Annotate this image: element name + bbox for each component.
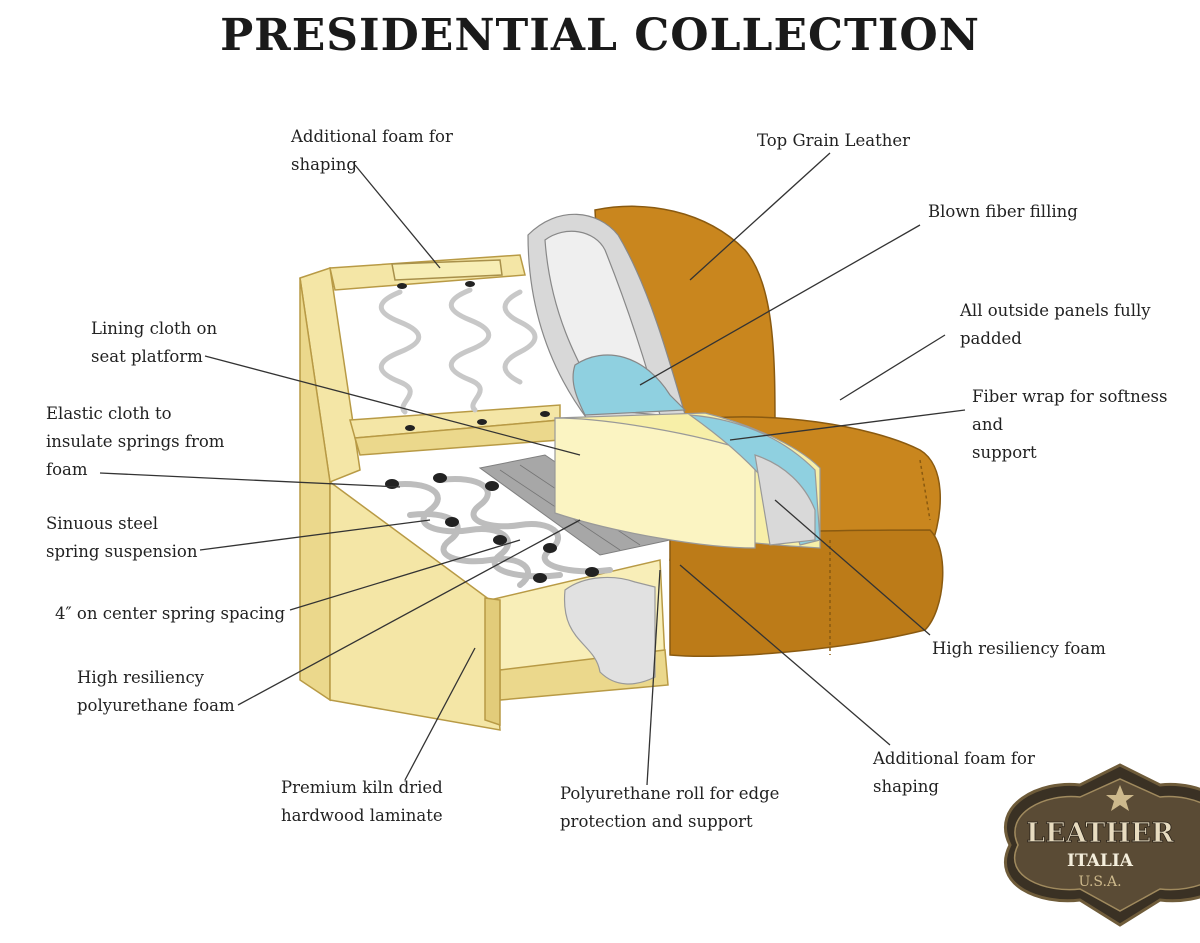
leader-lines (99, 152, 966, 786)
back-cushion-layers (527, 213, 689, 426)
back-springs (378, 287, 538, 415)
leather-italia-badge-icon (1003, 763, 1200, 927)
page-title: PRESIDENTIAL COLLECTION (220, 10, 980, 61)
label-additional-foam-top: Additional foam for shaping (291, 127, 453, 174)
label-poly-roll: Polyurethane roll for edge protection an… (560, 784, 780, 831)
label-blown-fiber: Blown fiber filling (928, 202, 1078, 221)
label-lining-cloth: Lining cloth on seat platform (91, 319, 218, 366)
seat-spring-clips (385, 473, 599, 583)
label-elastic-cloth: Elastic cloth to insulate springs from f… (46, 404, 225, 479)
label-hr-poly-foam: High resiliency polyurethane foam (77, 668, 235, 715)
label-sinuous-steel: Sinuous steel spring suspension (46, 514, 198, 561)
spring-clips (397, 281, 550, 431)
label-hr-foam-right: High resiliency foam (932, 639, 1106, 658)
seat-cushion-layers (554, 412, 821, 549)
label-kiln-dried: Premium kiln dried hardwood laminate (281, 778, 443, 825)
seat-edge-foam (563, 576, 656, 685)
label-top-grain-leather: Top Grain Leather (757, 131, 910, 150)
label-fiber-wrap: Fiber wrap for softness and support (972, 387, 1168, 462)
label-outside-panels: All outside panels fully padded (960, 301, 1151, 348)
label-additional-foam-bottom: Additional foam for shaping (873, 749, 1035, 796)
label-spring-spacing: 4″ on center spring spacing (55, 604, 286, 623)
